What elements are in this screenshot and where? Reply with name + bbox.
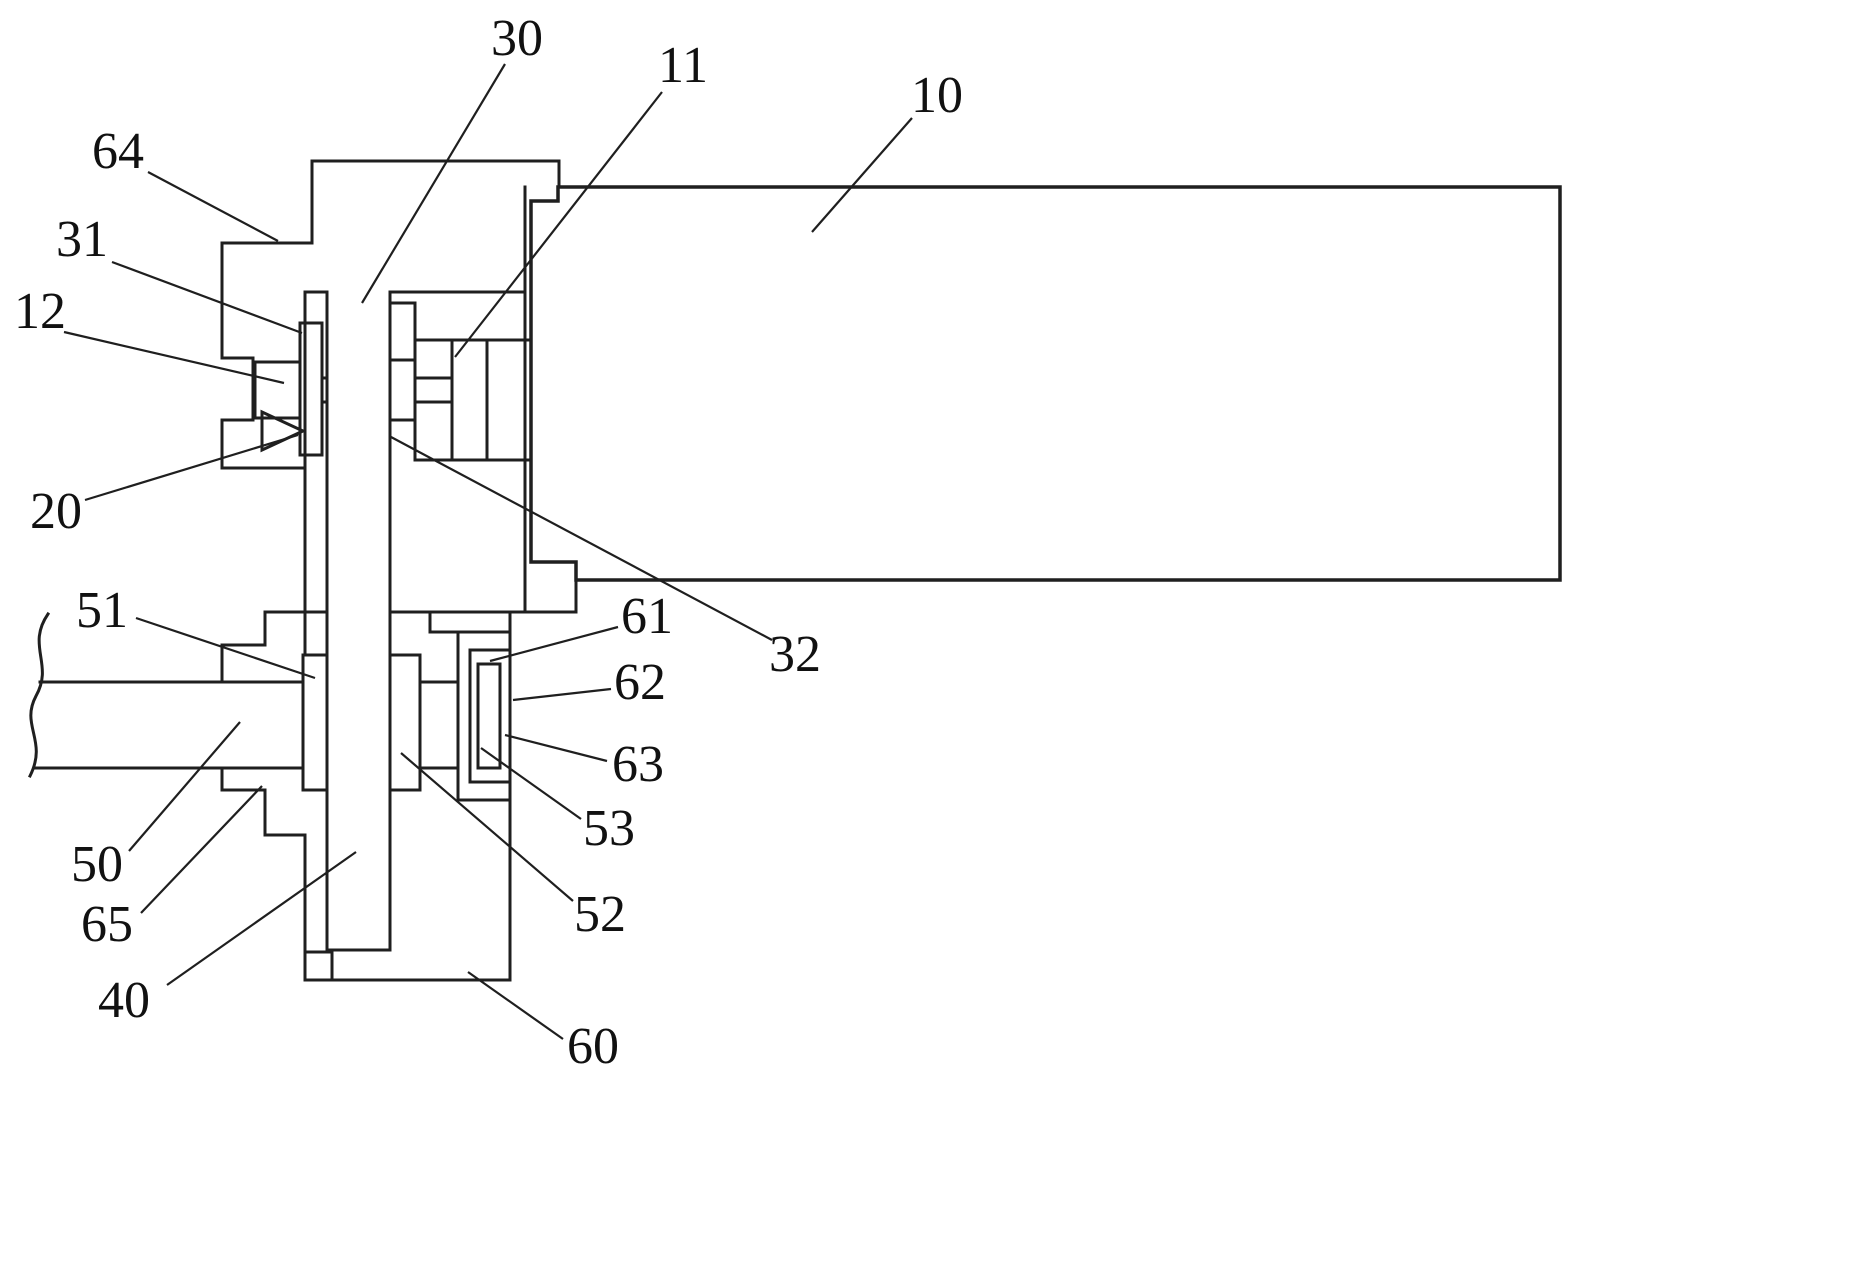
leader-line-50 [128, 721, 241, 852]
leader-line-52 [400, 752, 574, 902]
part-62-bushing-middle [468, 648, 512, 784]
part-10-plate-outline [529, 185, 1562, 582]
label-40: 40 [98, 972, 150, 1029]
leader-line-62 [512, 687, 612, 702]
leader-line-30 [361, 63, 506, 304]
label-60: 60 [567, 1018, 619, 1075]
label-50: 50 [71, 836, 123, 893]
label-53: 53 [583, 800, 635, 857]
label-32: 32 [769, 626, 821, 683]
label-64: 64 [92, 123, 144, 180]
leader-line-40 [166, 851, 357, 986]
shaft-break-squiggle [27, 611, 51, 779]
label-65: 65 [81, 896, 133, 953]
leader-line-12 [63, 330, 285, 385]
label-10: 10 [911, 67, 963, 124]
part-52-strip [388, 653, 460, 792]
label-61: 61 [621, 588, 673, 645]
label-20: 20 [30, 483, 82, 540]
leader-line-10 [811, 117, 913, 233]
reference-labels: 30 11 10 64 31 12 20 51 61 62 32 63 53 5… [14, 10, 963, 1075]
label-62: 62 [614, 654, 666, 711]
label-52: 52 [574, 886, 626, 943]
part-61-bushing-outer [456, 630, 512, 802]
part-50-shaft [32, 680, 305, 770]
label-51: 51 [76, 582, 128, 639]
label-12: 12 [14, 283, 66, 340]
leader-line-51 [135, 616, 316, 680]
part-60-block-outline [220, 466, 578, 982]
leader-lines [63, 63, 913, 1040]
part-63-bushing-inner [476, 662, 502, 770]
leader-line-63 [504, 733, 608, 763]
drawing-geometry [27, 159, 1562, 982]
leader-line-53 [480, 747, 582, 820]
leader-line-64 [147, 171, 279, 242]
leader-line-32 [390, 436, 773, 641]
leader-line-61 [489, 625, 619, 663]
leader-line-65 [140, 785, 263, 914]
part-11-joint [388, 301, 533, 462]
label-30: 30 [491, 10, 543, 67]
part-51-flange [301, 653, 329, 792]
leader-line-20 [84, 433, 299, 502]
part-12-bolt [253, 360, 302, 420]
label-63: 63 [612, 736, 664, 793]
part-30-bar [325, 290, 392, 952]
label-11: 11 [658, 37, 708, 94]
label-31: 31 [56, 211, 108, 268]
leader-line-11 [454, 91, 663, 358]
leader-line-31 [111, 260, 303, 335]
leader-line-60 [467, 971, 564, 1040]
